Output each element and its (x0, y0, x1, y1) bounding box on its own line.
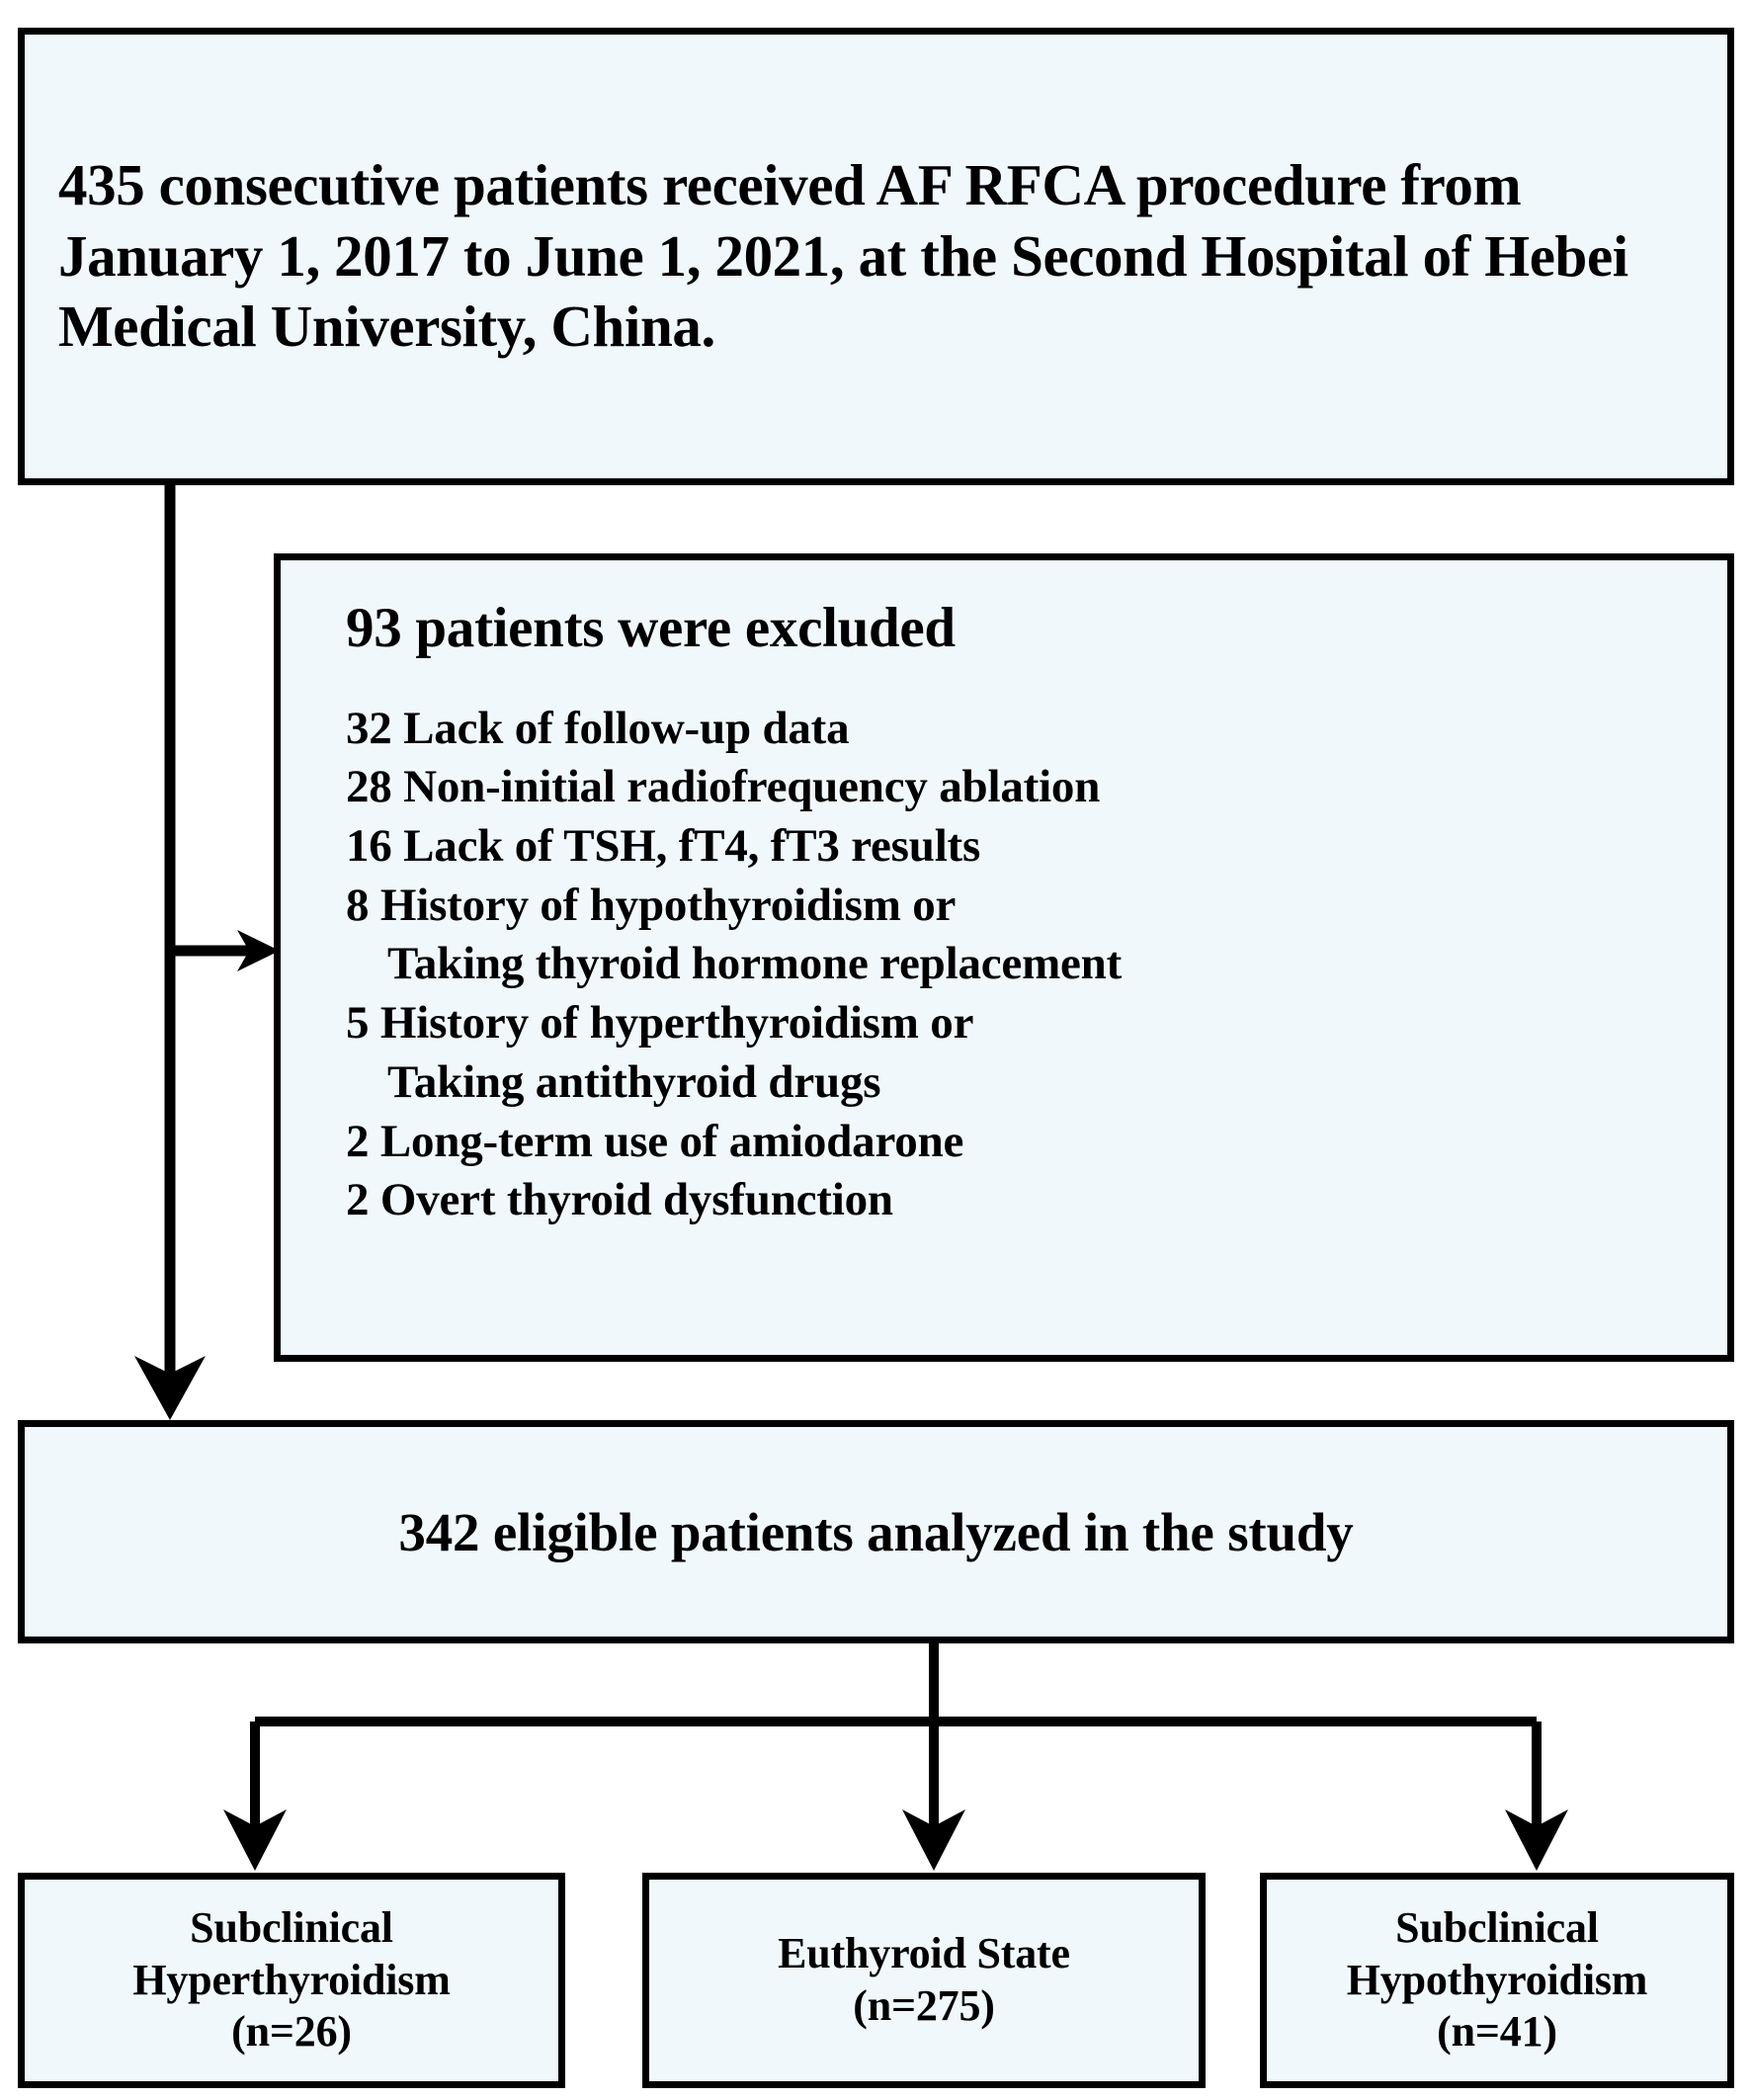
group-label-line1: Subclinical (190, 1902, 393, 1952)
exclusion-reason: 5 History of hyperthyroidism or (346, 997, 974, 1050)
exclusion-reason-list: 32 Lack of follow-up data 28 Non-initial… (346, 700, 1727, 1230)
group-label-line2: Hypothyroidism (1346, 1955, 1648, 2004)
connector-eligible-to-groups (223, 1643, 1568, 1871)
group-count: (n=275) (853, 1981, 995, 2030)
group-label-line2: Hyperthyroidism (132, 1955, 451, 2004)
enrollment-box: 435 consecutive patients received AF RFC… (18, 28, 1734, 485)
group-label-line1: Subclinical (1395, 1902, 1599, 1952)
exclusion-reason: 32 Lack of follow-up data (346, 702, 850, 754)
group-label-line1: Euthyroid State (778, 1929, 1070, 1978)
exclusion-reason: 2 Overt thyroid dysfunction (346, 1174, 893, 1226)
exclusion-reason: 28 Non-initial radiofrequency ablation (346, 761, 1101, 813)
group-box-euthyroid-state: Euthyroid State (n=275) (642, 1873, 1206, 2088)
exclusion-reason: Taking antithyroid drugs (387, 1055, 881, 1108)
group-box-subclinical-hyperthyroidism: Subclinical Hyperthyroidism (n=26) (18, 1873, 565, 2088)
exclusion-title: 93 patients were excluded (346, 597, 956, 659)
enrollment-text: 435 consecutive patients received AF RFC… (58, 151, 1628, 360)
group-count: (n=41) (1437, 2007, 1557, 2057)
eligible-patients-box: 342 eligible patients analyzed in the st… (18, 1420, 1734, 1643)
group-box-subclinical-hypothyroidism: Subclinical Hypothyroidism (n=41) (1260, 1873, 1734, 2088)
exclusion-reason: 16 Lack of TSH, fT4, fT3 results (346, 820, 981, 873)
exclusion-reason: Taking thyroid hormone replacement (387, 938, 1123, 990)
exclusion-reason: 8 History of hypothyroidism or (346, 879, 957, 931)
connector-enrollment-to-eligible (134, 485, 206, 1420)
eligible-patients-text: 342 eligible patients analyzed in the st… (398, 1501, 1354, 1562)
group-count: (n=26) (231, 2007, 352, 2057)
exclusion-reason: 2 Long-term use of amiodarone (346, 1115, 964, 1167)
connector-to-exclusion-box (170, 930, 280, 971)
exclusion-box: 93 patients were excluded 32 Lack of fol… (274, 553, 1734, 1362)
